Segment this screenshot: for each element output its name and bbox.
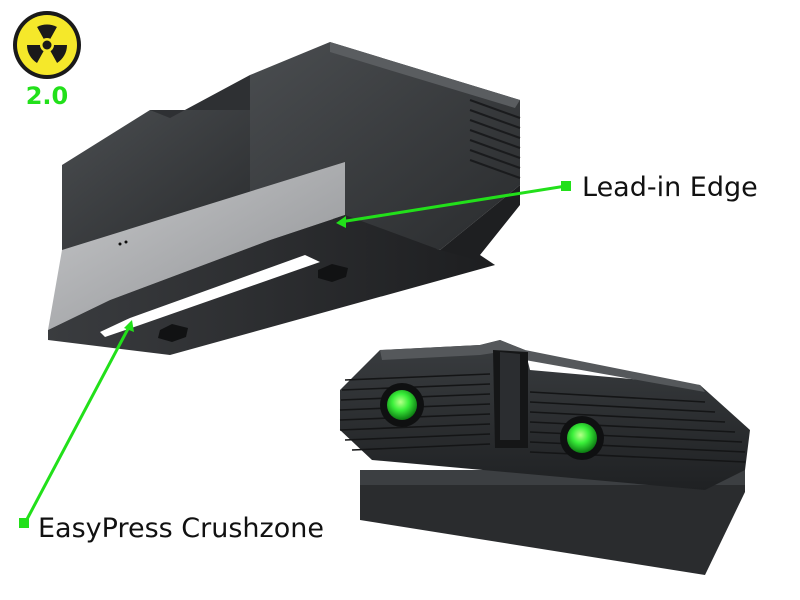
- callout-lead-in: [336, 181, 571, 228]
- rear-sight-underside: [48, 42, 521, 355]
- version-badge: 2.0: [25, 82, 69, 110]
- fiber-dot-right: [560, 416, 604, 460]
- callout-label-lead-in: Lead-in Edge: [582, 172, 758, 203]
- front-sight-fiber: [339, 340, 750, 575]
- radiation-icon: [13, 11, 81, 79]
- fiber-dot-left: [380, 383, 424, 427]
- callout-label-crushzone: EasyPress Crushzone: [38, 513, 324, 544]
- callout-crushzone: [19, 320, 134, 528]
